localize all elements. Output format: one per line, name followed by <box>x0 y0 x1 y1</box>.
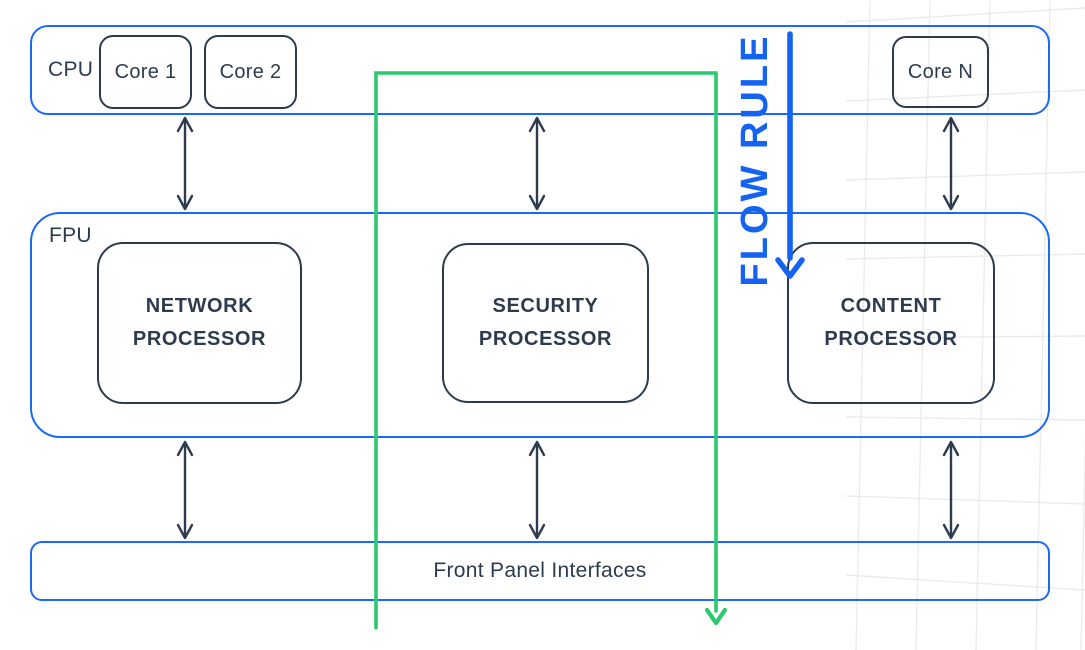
core-2-label: Core 2 <box>219 60 282 83</box>
core-2-box: Core 2 <box>204 35 297 109</box>
front-panel-interfaces-box: Front Panel Interfaces <box>30 541 1050 601</box>
fpu-box: FPU NETWORK PROCESSOR SECURITY PROCESSOR… <box>30 212 1050 438</box>
front-panel-interfaces-label: Front Panel Interfaces <box>433 559 647 582</box>
cpu-label: CPU <box>48 58 94 81</box>
cpu-box: CPU Core 1 Core 2 Core N <box>30 25 1050 115</box>
network-processor-box: NETWORK PROCESSOR <box>97 242 302 404</box>
security-processor-box: SECURITY PROCESSOR <box>442 243 649 403</box>
core-1-box: Core 1 <box>99 35 192 109</box>
content-processor-box: CONTENT PROCESSOR <box>787 242 995 404</box>
security-processor-label-line2: PROCESSOR <box>478 328 613 350</box>
network-processor-label-line2: PROCESSOR <box>132 328 267 350</box>
content-processor-label-line1: CONTENT <box>840 295 942 317</box>
core-n-box: Core N <box>892 36 989 108</box>
core-1-label: Core 1 <box>114 60 177 83</box>
network-processor-label-line1: NETWORK <box>145 295 254 317</box>
core-n-label: Core N <box>907 60 974 83</box>
security-processor-label-line1: SECURITY <box>492 295 599 317</box>
content-processor-label-line2: PROCESSOR <box>824 328 958 350</box>
flow-rule-label: FLOW RULE <box>734 33 776 287</box>
fpu-label: FPU <box>49 224 92 247</box>
